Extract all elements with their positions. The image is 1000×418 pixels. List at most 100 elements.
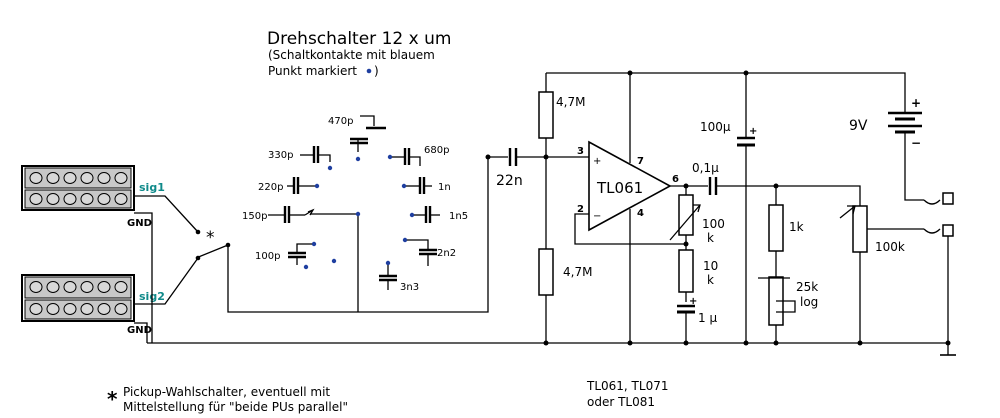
cap-1u: + 1 µ	[677, 296, 717, 343]
svg-text:3: 3	[577, 146, 584, 157]
pole-piece	[114, 193, 128, 205]
pot25k-label-a: 25k	[796, 280, 818, 294]
svg-text:TL061: TL061	[596, 179, 643, 197]
r100k-label-b: k	[707, 231, 714, 245]
cap-220p: 220p	[258, 177, 320, 194]
pickup-1	[21, 165, 135, 211]
pole-piece	[29, 193, 43, 205]
cap-680p: 680p	[387, 145, 449, 166]
bias-bottom-label: 4,7M	[563, 265, 592, 279]
pole-piece	[63, 193, 77, 205]
pole-piece	[46, 303, 60, 315]
switch-asterisk: *	[206, 228, 215, 248]
r10k-label-a: 10	[703, 259, 718, 273]
svg-text:−: −	[593, 211, 601, 222]
cap-1n: 1n	[401, 177, 451, 194]
svg-text:470p: 470p	[328, 116, 353, 127]
pot-100k	[852, 205, 868, 253]
resistor-4-7m-bottom	[538, 248, 554, 296]
resistor-10k	[678, 249, 694, 293]
battery-9v: + 9V −	[849, 94, 924, 201]
footnote-line1: Pickup-Wahlschalter, eventuell mit	[123, 385, 330, 399]
svg-text:9V: 9V	[849, 118, 868, 134]
footnote-star: *	[107, 387, 118, 411]
pickup-2	[21, 274, 135, 322]
pole-piece	[97, 172, 111, 184]
cap-1n5: 1n5	[409, 206, 468, 223]
gnd2-label: GND	[127, 325, 152, 336]
pot100k-label: 100k	[875, 240, 905, 254]
pot25k-label-b: log	[800, 295, 818, 309]
svg-text:1n5: 1n5	[449, 211, 468, 222]
cap-100u: 100µ +	[700, 70, 757, 343]
svg-text:+: +	[689, 296, 697, 307]
title: Drehschalter 12 x um	[267, 29, 451, 49]
pole-piece	[80, 303, 94, 315]
pole-piece	[46, 281, 60, 293]
cap-2n2: 2n2	[402, 237, 456, 266]
subtitle-end: )	[374, 64, 379, 78]
pole-piece	[63, 172, 77, 184]
resistor-4-7m-top	[538, 91, 554, 139]
gnd1-label: GND	[127, 218, 152, 229]
svg-text:2n2: 2n2	[437, 248, 456, 259]
svg-text:100µ: 100µ	[700, 120, 731, 134]
cap-22n: 22n	[485, 148, 523, 189]
pole-piece	[114, 281, 128, 293]
r1k-label: 1k	[789, 220, 804, 234]
pole-piece	[46, 172, 60, 184]
svg-text:220p: 220p	[258, 182, 283, 193]
output-jack	[923, 192, 956, 356]
svg-text:22n: 22n	[496, 173, 523, 189]
pole-piece	[29, 303, 43, 315]
pole-piece	[29, 172, 43, 184]
sig1-label: sig1	[139, 181, 165, 194]
svg-text:0,1µ: 0,1µ	[692, 161, 719, 175]
svg-text:+: +	[593, 156, 601, 167]
svg-text:7: 7	[637, 156, 644, 167]
r100k-label-a: 100	[702, 217, 725, 231]
svg-text:150p: 150p	[242, 211, 267, 222]
pole-piece	[80, 172, 94, 184]
pole-piece	[97, 303, 111, 315]
cap-330p: 330p	[268, 146, 333, 171]
footnote-line2: Mittelstellung für "beide PUs parallel"	[123, 400, 348, 414]
svg-text:−: −	[911, 136, 921, 150]
svg-text:6: 6	[672, 174, 679, 185]
pole-piece	[97, 193, 111, 205]
opamp-tl061: TL061 + − 3 2 7 6 4	[577, 140, 679, 232]
opamp-note-line2: oder TL081	[587, 395, 655, 409]
resistor-1k	[768, 204, 784, 252]
r10k-label-b: k	[707, 273, 714, 287]
pole-piece	[63, 303, 77, 315]
pole-piece	[63, 281, 77, 293]
cap-150p: 150p	[242, 206, 361, 312]
pole-piece	[114, 303, 128, 315]
subtitle-line1: (Schaltkontakte mit blauem	[268, 48, 435, 62]
svg-text:2: 2	[577, 204, 584, 215]
cap-100p: 100p	[255, 241, 337, 270]
cap-470p: 470p	[328, 115, 386, 162]
svg-text:330p: 330p	[268, 150, 293, 161]
svg-text:3n3: 3n3	[400, 282, 419, 293]
cap-3n3: 3n3	[379, 260, 419, 293]
pole-piece	[114, 172, 128, 184]
blue-dot-legend	[366, 68, 372, 74]
bias-top-label: 4,7M	[556, 95, 585, 109]
svg-text:100p: 100p	[255, 251, 280, 262]
svg-text:680p: 680p	[424, 145, 449, 156]
pole-piece	[29, 281, 43, 293]
svg-text:+: +	[749, 126, 757, 137]
cap-0-1u: 0,1µ	[692, 161, 719, 195]
svg-text:1n: 1n	[438, 182, 451, 193]
svg-text:1 µ: 1 µ	[698, 311, 717, 325]
opamp-note-line1: TL061, TL071	[586, 379, 668, 393]
pole-piece	[97, 281, 111, 293]
subtitle-line2: Punkt markiert	[268, 64, 357, 78]
pole-piece	[80, 281, 94, 293]
svg-text:4: 4	[637, 208, 644, 219]
pole-piece	[46, 193, 60, 205]
pole-piece	[80, 193, 94, 205]
svg-text:+: +	[911, 96, 921, 110]
